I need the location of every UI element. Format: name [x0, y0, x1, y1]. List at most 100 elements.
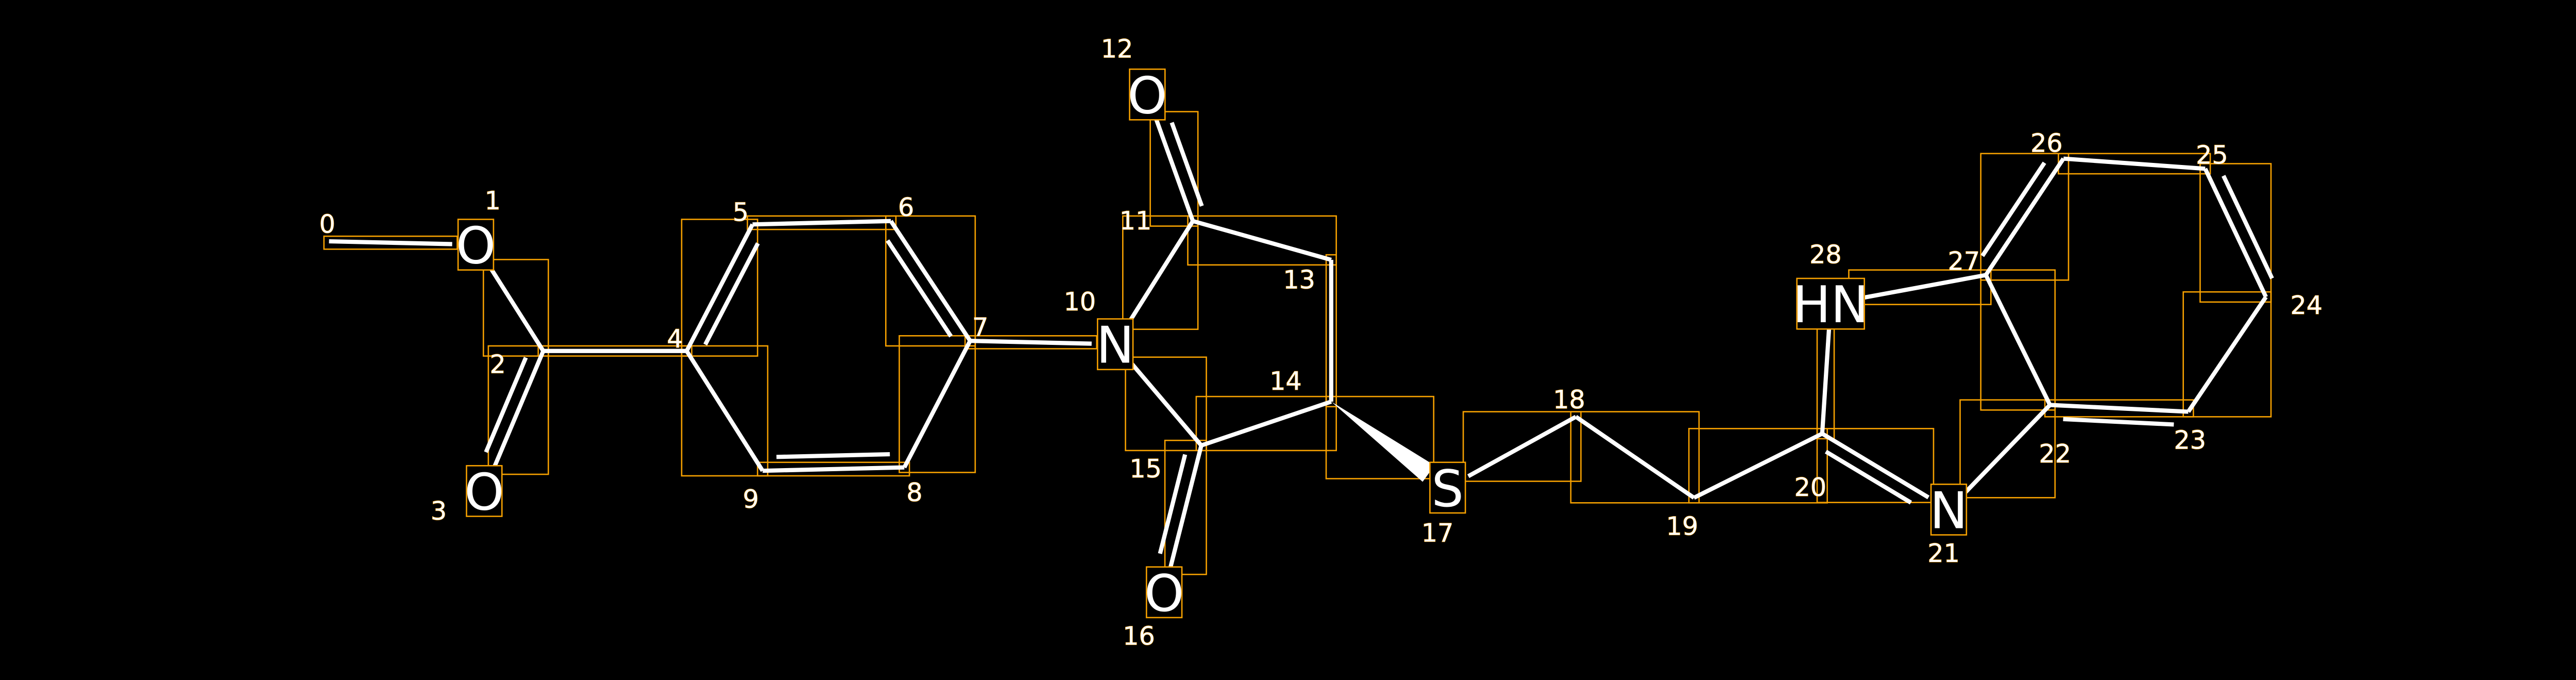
atom-index-label: 19: [1666, 511, 1699, 541]
bond-bounding-box: [681, 219, 758, 357]
double-bond-line: [886, 239, 953, 338]
bond-line: [685, 350, 765, 472]
bond-bounding-box: [1187, 215, 1337, 266]
bond-bounding-box: [487, 345, 549, 475]
atom-index-label: 25: [2196, 140, 2228, 170]
bond-bounding-box: [964, 335, 1097, 350]
bond-line: [1693, 432, 1823, 500]
bond-line: [685, 223, 755, 352]
bond-bounding-box: [1980, 153, 2070, 281]
bond-bounding-box: [2199, 163, 2272, 303]
atom-index-label: 4: [667, 324, 683, 354]
bond-bounding-box: [1688, 428, 1828, 504]
bond-line: [762, 465, 905, 473]
bond-bounding-box: [1816, 428, 1935, 503]
bond-bounding-box: [1570, 411, 1700, 504]
bonds: [329, 116, 2274, 570]
double-bond-line: [2222, 175, 2274, 279]
atom-index-label: 8: [906, 477, 922, 507]
bond-bounding-box: [1149, 111, 1199, 227]
atom-index-label: 26: [2030, 128, 2063, 158]
bond-bounding-box: [1122, 215, 1199, 330]
atom-bounding-box: [1429, 461, 1466, 514]
bond-line: [1153, 116, 1195, 222]
wedge-bond: [1331, 401, 1435, 482]
atom-bounding-box: [1796, 277, 1866, 330]
atom-bounding-box: [457, 219, 495, 271]
atom-index-label: 17: [1421, 518, 1454, 548]
atom-index-label: 11: [1120, 206, 1152, 236]
bond-bounding-box: [323, 235, 458, 250]
bond-bounding-box: [899, 335, 976, 473]
bond-line: [2063, 156, 2206, 171]
atom-index-label: 27: [1948, 246, 1980, 276]
atom-index-label: 0: [319, 209, 335, 239]
atom-index-label: 15: [1129, 454, 1162, 484]
bond-line: [889, 220, 972, 342]
atom-index-label: 14: [1269, 366, 1302, 396]
atom-label: O: [1144, 565, 1184, 623]
bond-bounding-box: [1325, 254, 1337, 408]
bond-bounding-box: [1980, 269, 2056, 411]
bond-line: [1129, 360, 1203, 447]
atom-bounding-box: [1129, 68, 1166, 121]
double-bond-line: [776, 452, 890, 459]
bond-line: [491, 350, 546, 470]
atom-index-label: 1: [485, 186, 501, 215]
bond-line: [2187, 295, 2268, 413]
double-bond-line: [703, 242, 760, 346]
atom-index-label: 9: [743, 484, 759, 514]
bond-line: [486, 263, 545, 352]
atom-index-label: 22: [2039, 439, 2072, 469]
bounding-boxes: [323, 111, 2272, 575]
atom-label: O: [456, 217, 496, 276]
bond-line: [2049, 403, 2189, 414]
bond-line: [1126, 220, 1195, 326]
bond-bounding-box: [482, 259, 549, 357]
bond-line: [1820, 327, 1832, 434]
bond-line: [1467, 414, 1577, 478]
atom-index-label: 12: [1101, 34, 1133, 63]
atom-index-label: 16: [1123, 621, 1155, 651]
atom-index-label: 5: [733, 197, 749, 227]
atom-bounding-box: [1096, 318, 1134, 371]
bond-bounding-box: [2182, 291, 2272, 418]
atom-label: HN: [1793, 276, 1869, 335]
bond-bounding-box: [757, 461, 910, 477]
bond-bounding-box: [1164, 439, 1207, 575]
atom-index-label: 7: [972, 312, 988, 342]
atom-index-label: 2: [489, 349, 505, 379]
bond-line: [1167, 445, 1204, 570]
atom-bounding-box: [466, 465, 503, 517]
atom-bounding-box: [1145, 566, 1183, 619]
double-bond-line: [1158, 454, 1188, 554]
bond-bounding-box: [1325, 395, 1435, 479]
atom-bounding-box: [1930, 484, 1968, 536]
bond-line: [1192, 219, 1332, 262]
bond-line: [1821, 432, 1930, 500]
bond-line: [1984, 274, 2052, 406]
atom-index-label: 6: [898, 192, 914, 222]
atom-label: O: [464, 463, 504, 522]
bond-bounding-box: [1195, 395, 1337, 452]
bond-line: [752, 219, 891, 227]
atom-index-label: 18: [1553, 385, 1585, 414]
double-bond-line: [1170, 122, 1204, 207]
atom-index-label: 10: [1064, 287, 1096, 317]
bond-line: [2203, 168, 2268, 298]
atom-label: N: [1930, 482, 1968, 540]
bond-line: [1853, 273, 1987, 302]
bond-bounding-box: [537, 345, 693, 357]
atom-label: O: [1127, 67, 1167, 125]
atom-label: N: [1096, 317, 1134, 375]
double-bond-line: [1824, 450, 1912, 505]
bond-bounding-box: [747, 215, 897, 230]
double-bond-line: [2063, 417, 2174, 427]
bond-line: [902, 340, 972, 469]
atom-index-label: 24: [2290, 290, 2323, 320]
atom-index-label: 20: [1794, 472, 1827, 502]
bond-bounding-box: [1462, 411, 1582, 482]
